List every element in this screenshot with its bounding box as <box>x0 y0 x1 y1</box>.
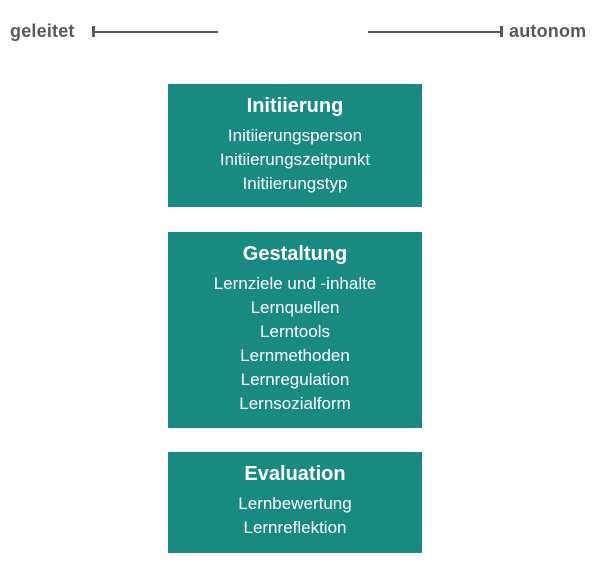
box-gestaltung-title: Gestaltung <box>242 243 348 265</box>
box-item: Lernregulation <box>240 370 350 389</box>
box-item: Lernreflektion <box>243 518 347 537</box>
box-item: Initiierungszeitpunkt <box>219 150 371 169</box>
box-item: Lerntools <box>260 322 330 341</box>
box-item: Initiierungsperson <box>227 126 363 145</box>
box-evaluation: Evaluation Lernbewertung Lernreflektion <box>168 452 422 553</box>
box-gestaltung: Gestaltung Lernziele und -inhalte Lernqu… <box>168 232 422 428</box>
box-initiierung: Initiierung Initiierungsperson Initiieru… <box>168 84 422 207</box>
box-item: Lernbewertung <box>238 494 352 513</box>
box-item: Lernquellen <box>250 298 340 317</box>
scale-right-tick <box>500 26 503 37</box>
box-item: Lernsozialform <box>239 394 351 413</box>
scale-label-autonom: autonom <box>509 21 587 41</box>
box-evaluation-title: Evaluation <box>244 463 346 485</box>
scale-label-geleitet: geleitet <box>10 21 75 41</box>
box-initiierung-items: Initiierungsperson Initiierungszeitpunkt… <box>168 124 422 196</box>
scale-right-line <box>368 31 500 33</box>
box-evaluation-items: Lernbewertung Lernreflektion <box>168 492 422 540</box>
scale-left-tick <box>92 26 95 37</box>
scale-left-line <box>95 31 218 33</box>
box-gestaltung-items: Lernziele und -inhalte Lernquellen Lernt… <box>168 272 422 416</box>
box-initiierung-title: Initiierung <box>246 95 344 117</box>
box-item: Initiierungstyp <box>242 174 348 193</box>
box-item: Lernziele und -inhalte <box>213 274 377 293</box>
box-item: Lernmethoden <box>240 346 350 365</box>
